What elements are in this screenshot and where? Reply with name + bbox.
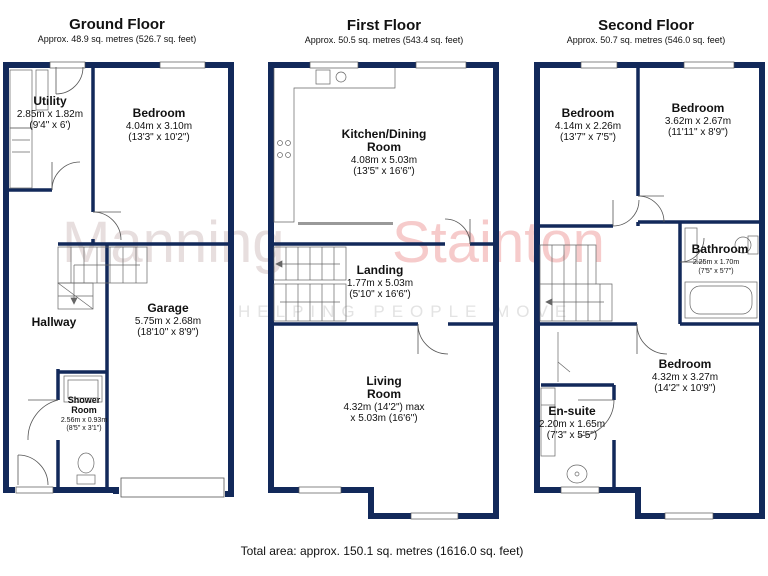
en-suite-dim-imperial: (7'3" x 5'5")	[547, 430, 597, 441]
bedroom-2b-label: Bedroom	[672, 101, 725, 115]
utility-room-dim-imperial: (9'4" x 6')	[29, 120, 70, 131]
en-suite-label: En-suite	[548, 404, 596, 418]
first-floor-interior-walls	[271, 242, 496, 326]
garage-dim: 5.75m x 2.68m	[135, 316, 201, 327]
second-floor-windows	[560, 61, 735, 520]
first-floor-staircase	[273, 246, 347, 322]
landing-dim: 1.77m x 5.03m	[347, 278, 413, 289]
ground-floor-staircase	[57, 246, 148, 310]
shower-room-fixtures	[63, 375, 103, 485]
utility-room-label: Utility	[33, 94, 67, 108]
ground-bedroom-dim: 4.04m x 3.10m	[126, 121, 192, 132]
second-floor-walls	[534, 62, 765, 519]
watermark-tagline: HELPING PEOPLE MOVE	[238, 302, 573, 321]
shower-room-label-1: Shower	[68, 395, 101, 405]
ground-floor-doors	[17, 66, 122, 486]
kitchen-dim: 4.08m x 5.03m	[351, 155, 417, 166]
second-floor-interior-walls	[537, 65, 762, 490]
first-floor-doors	[417, 218, 471, 355]
ground-bedroom-label: Bedroom	[133, 106, 186, 120]
first-floor-plan: Kitchen/Dining Room 4.08m x 5.03m (13'5"…	[268, 61, 499, 520]
bedroom-2b-dim: 3.62m x 2.67m	[665, 116, 731, 127]
first-floor-windows	[298, 61, 467, 520]
garage-dim-imperial: (18'10" x 8'9")	[137, 327, 199, 338]
first-floor-area: Approx. 50.5 sq. metres (543.4 sq. feet)	[305, 35, 464, 45]
first-floor-labels: Kitchen/Dining Room 4.08m x 5.03m (13'5"…	[342, 127, 427, 424]
utility-room-dim: 2.85m x 1.82m	[17, 109, 83, 120]
bathroom-dim-imperial: (7'5" x 5'7")	[698, 268, 733, 275]
bathroom-dim: 2.25m x 1.70m	[693, 259, 739, 266]
second-floor-area: Approx. 50.7 sq. metres (546.0 sq. feet)	[567, 35, 726, 45]
living-room-dim: 4.32m (14'2") max	[343, 402, 424, 413]
en-suite-dim: 2.20m x 1.65m	[539, 419, 605, 430]
bedroom-2c-dim: 4.32m x 3.27m	[652, 372, 718, 383]
total-area: Total area: approx. 150.1 sq. metres (16…	[241, 544, 524, 558]
living-room-dim-imperial: x 5.03m (16'6")	[350, 413, 417, 424]
landing-dim-imperial: (5'10" x 16'6")	[349, 289, 411, 300]
shower-room-dim-imperial: (8'5" x 3'1")	[66, 425, 101, 432]
living-room-label-1: Living	[366, 374, 401, 388]
bathroom-label: Bathroom	[692, 242, 749, 256]
kitchen-units	[273, 68, 396, 225]
first-floor-title: First Floor	[347, 17, 421, 34]
kitchen-label-2: Room	[367, 140, 401, 154]
en-suite-fixtures	[540, 332, 588, 484]
second-floor-plan: Bedroom 4.14m x 2.26m (13'7" x 7'5") Bed…	[534, 61, 765, 520]
ground-floor-walls	[3, 62, 234, 497]
utility-fixtures	[9, 69, 49, 189]
second-floor-labels: Bedroom 4.14m x 2.26m (13'7" x 7'5") Bed…	[539, 101, 748, 441]
hallway-label: Hallway	[32, 315, 77, 329]
bedroom-2c-dim-imperial: (14'2" x 10'9")	[654, 383, 716, 394]
bedroom-2a-dim: 4.14m x 2.26m	[555, 121, 621, 132]
second-floor-title: Second Floor	[598, 17, 694, 34]
first-floor-walls	[268, 62, 499, 519]
landing-label: Landing	[357, 263, 404, 277]
ground-floor-area: Approx. 48.9 sq. metres (526.7 sq. feet)	[38, 34, 197, 44]
garage-door	[120, 477, 225, 498]
bedroom-2a-label: Bedroom	[562, 106, 615, 120]
living-room-label-2: Room	[367, 387, 401, 401]
bedroom-2a-dim-imperial: (13'7" x 7'5")	[560, 132, 616, 143]
shower-room-dim: 2.56m x 0.93m	[61, 417, 107, 424]
kitchen-label-1: Kitchen/Dining	[342, 127, 427, 141]
ground-floor-windows	[15, 61, 206, 494]
bathroom-fixtures	[684, 227, 759, 319]
bedroom-2b-dim-imperial: (11'11" x 8'9")	[668, 127, 728, 138]
ground-floor-plan: Utility 2.85m x 1.82m (9'4" x 6') Bedroo…	[3, 61, 234, 498]
ground-bedroom-dim-imperial: (13'3" x 10'2")	[128, 132, 190, 143]
watermark: Manning Stainton HELPING PEOPLE MOVE	[62, 210, 605, 321]
ground-floor-interior-walls	[6, 65, 231, 490]
garage-label: Garage	[147, 301, 189, 315]
shower-room-label-2: Room	[71, 405, 97, 415]
bedroom-2c-label: Bedroom	[659, 357, 712, 371]
kitchen-dim-imperial: (13'5" x 16'6")	[353, 166, 415, 177]
ground-floor-title: Ground Floor	[69, 16, 165, 33]
second-floor-staircase	[539, 244, 613, 322]
ground-floor-labels: Utility 2.85m x 1.82m (9'4" x 6') Bedroo…	[17, 94, 201, 432]
